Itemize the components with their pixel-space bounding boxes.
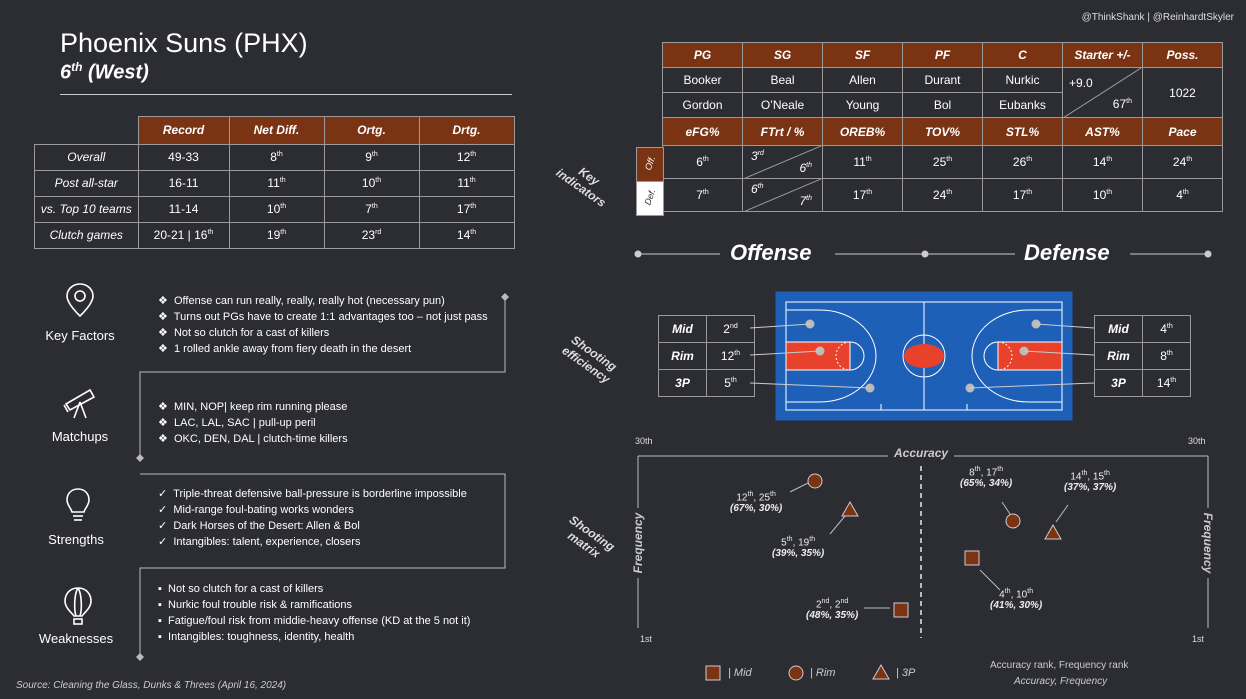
weaknesses-label: Weaknesses [38,631,114,646]
lineup-table: PG SG SF PF C Starter +/- Poss. Booker B… [662,42,1223,212]
basketball-court [775,291,1073,421]
offense-indicator-row: 6th 3rd 6th 11th 25th 26th 14th 24th [662,145,1223,179]
frequency-label-left: Frequency [631,512,645,574]
offense-defense-banner [634,250,1212,258]
list-item: ❖ Offense can run really, really, really… [158,295,445,307]
table-row: Clutch games 20-21 | 16th 19th 23rd 14th [34,221,515,249]
def-tag: Def. [636,181,664,216]
key-factors-label: Key Factors [45,328,115,343]
matrix-note-1: Accuracy rank, Frequency rank [990,660,1129,671]
list-item: ✓ Mid-range foul-bating works wonders [158,504,354,516]
list-item: ✓ Dark Horses of the Desert: Allen & Bol [158,520,360,532]
list-item: ▪ Fatigue/foul risk from middie-heavy of… [158,615,471,627]
conference-rank: 6th (West) [60,60,149,84]
list-item: ❖ 1 rolled ankle away from fiery death i… [158,343,412,355]
def-rim-point-label: 8th, 17th (65%, 34%) [960,466,1013,490]
off-rim-point-label: 12th, 25th (67%, 30%) [730,491,783,515]
possessions: 1022 [1142,67,1223,118]
source-note: Source: Cleaning the Glass, Dunks & Thre… [16,680,287,691]
off-tag: Off. [636,147,664,182]
offense-label: Offense [730,240,812,265]
table-row: Post all-star 16-11 11th 10th 11th [34,169,515,197]
strengths-list: ✓ Triple-threat defensive ball-pressure … [158,486,467,550]
hot-air-balloon-icon [64,587,92,625]
lightbulb-icon [66,488,90,521]
off-3p-point-label: 5th, 19th (39%, 35%) [772,536,825,560]
location-pin-icon [66,283,94,318]
matchups-label: Matchups [51,429,109,444]
off-mid-point-label: 2nd, 2nd (48%, 35%) [806,598,859,622]
matchups-list: ❖ MIN, NOP| keep rim running please ❖ LA… [158,399,348,447]
list-item: ✓ Triple-threat defensive ball-pressure … [158,488,467,500]
title-divider [60,94,512,95]
list-item: ❖ Turns out PGs have to create 1:1 advan… [158,311,488,323]
list-item: ❖ MIN, NOP| keep rim running please [158,401,348,413]
table-row: Overall 49-33 8th 9th 12th [34,143,515,171]
list-item: ▪ Nurkic foul trouble risk & ramificatio… [158,599,353,611]
legend-rim: | Rim [810,667,836,679]
strengths-label: Strengths [48,532,104,547]
list-item: ✓ Intangibles: talent, experience, close… [158,536,361,548]
weaknesses-list: ▪ Not so clutch for a cast of killers ▪ … [158,581,470,645]
defense-label: Defense [1024,240,1110,265]
def-3p-point-label: 14th, 15th (37%, 37%) [1064,470,1117,494]
matrix-note-2: Accuracy, Frequency [1014,676,1108,687]
defense-indicator-row: 7th 6th 7th 17th 24th 17th 10th 4th [662,178,1223,212]
net-diff-header: Net Diff. [228,116,325,145]
list-item: ❖ Not so clutch for a cast of killers [158,327,330,339]
matrix-bottom-left: 1st [640,634,653,644]
table-row: vs. Top 10 teams 11-14 10th 7th 17th [34,195,515,223]
record-header: Record [137,116,230,145]
list-item: ▪ Not so clutch for a cast of killers [158,583,324,595]
key-factors-list: ❖ Offense can run really, really, really… [158,293,488,357]
record-table: Record Net Diff. Ortg. Drtg. Overall 49-… [34,116,515,249]
matrix-bottom-right: 1st [1192,634,1205,644]
starter-plus-minus: +9.0 67th [1062,67,1143,118]
page-title: Phoenix Suns (PHX) [60,28,308,58]
telescope-icon [63,388,96,419]
list-item: ▪ Intangibles: toughness, identity, heal… [158,631,355,643]
def-mid-point-label: 4th, 10th (41%, 30%) [990,588,1043,612]
legend-3p: | 3P [896,667,916,679]
frequency-label-right: Frequency [1201,512,1215,574]
ortg-header: Ortg. [323,116,420,145]
list-item: ❖ LAC, LAL, SAC | pull-up peril [158,417,316,429]
list-item: ❖ OKC, DEN, DAL | clutch-time killers [158,433,348,445]
drtg-header: Drtg. [418,116,515,145]
legend-mid: | Mid [728,667,752,679]
credit-text: @ThinkShank | @ReinhardtSkyler [1081,12,1234,23]
matrix-top-left: 30th [635,436,653,446]
accuracy-label: Accuracy [894,446,949,460]
matrix-top-right: 30th [1188,436,1206,446]
